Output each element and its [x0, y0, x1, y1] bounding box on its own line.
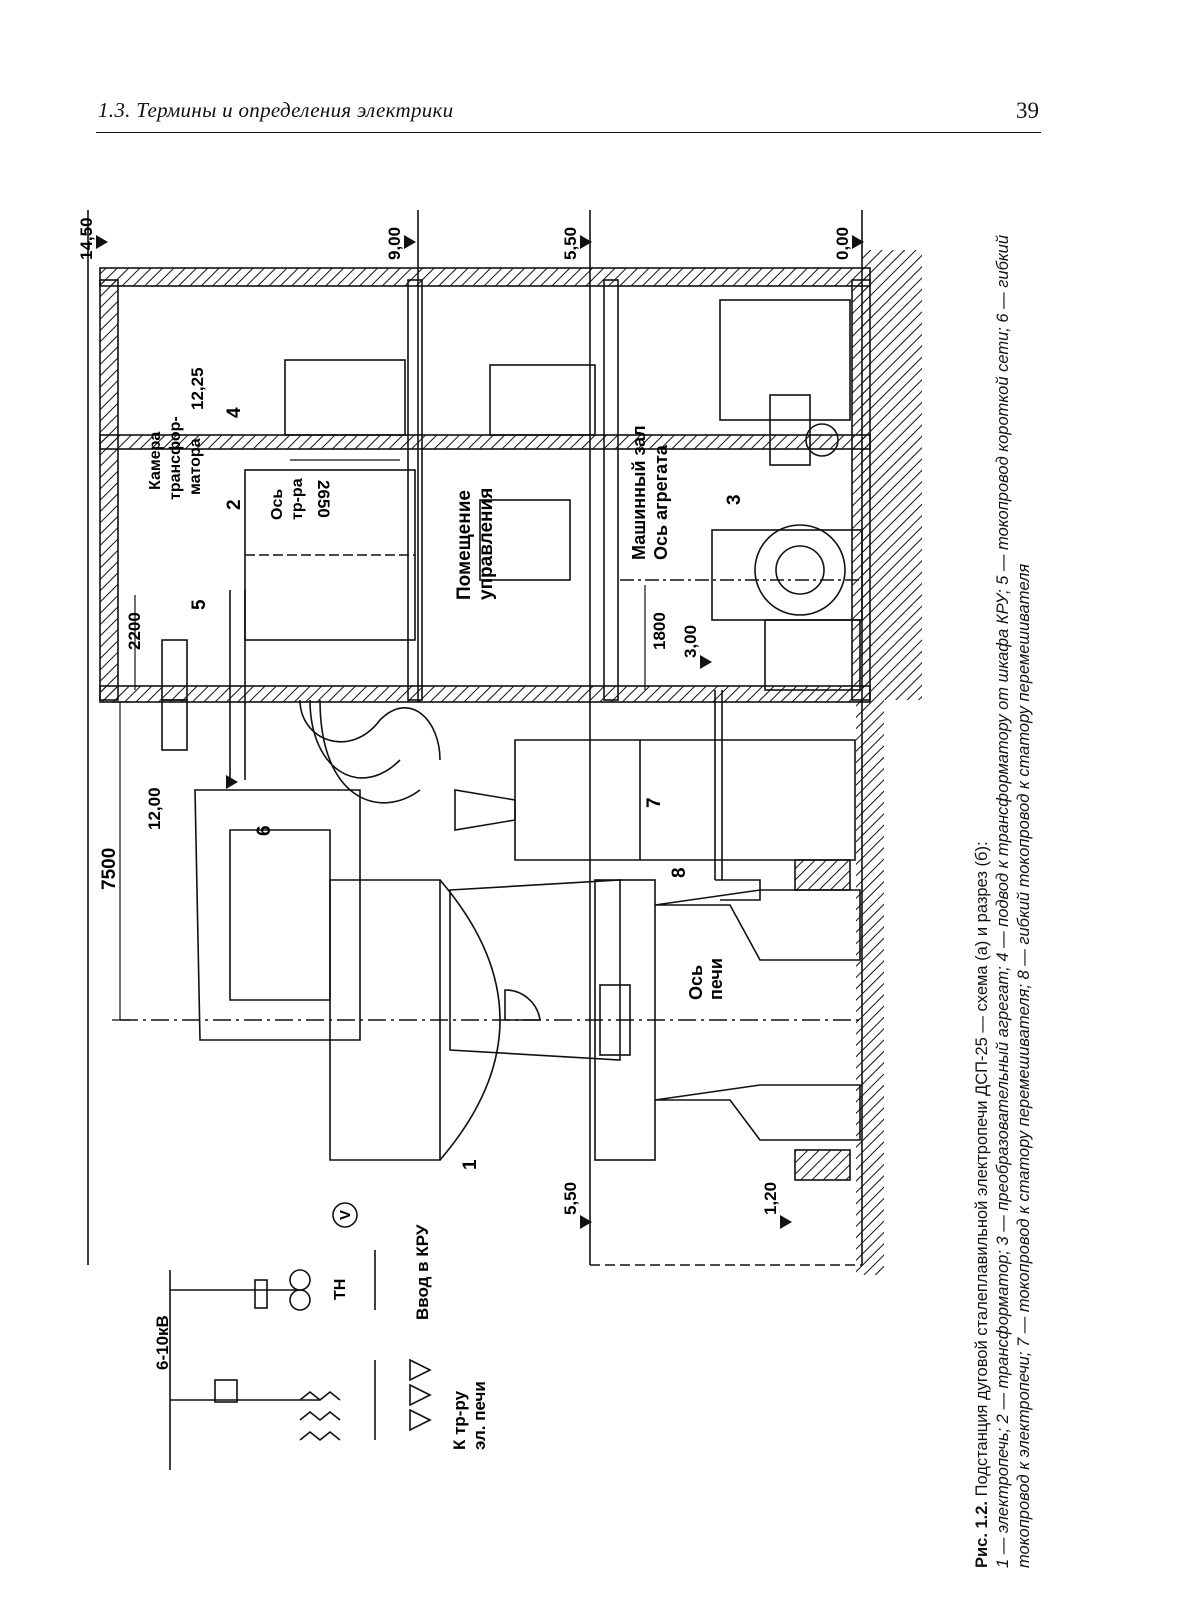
label-elev-1225: 12,25	[188, 367, 207, 410]
dim-2200: 2200	[125, 612, 144, 650]
building-section	[87, 210, 922, 1275]
label-elev-120: 1,20	[761, 1182, 780, 1215]
label-elev-550-right: 5,50	[561, 227, 580, 260]
label-room-machine-2: Ось агрегата	[651, 444, 671, 560]
single-line-scheme	[169, 1202, 432, 1470]
scheme-tn: ТН	[332, 1279, 349, 1300]
label-room-machine-1: Машинный зал	[629, 425, 649, 560]
elevation-markers	[96, 235, 864, 1229]
label-elev-1200: 12,00	[145, 787, 164, 830]
label-elev-300: 3,00	[681, 625, 700, 658]
label-num-1: 1	[460, 1159, 481, 1170]
label-num-4: 4	[224, 407, 245, 418]
running-head: 1.3. Термины и определения электрики 39	[96, 96, 1041, 133]
label-axis-furnace-2: печи	[706, 958, 726, 1000]
label-num-3: 3	[724, 494, 745, 505]
label-room-control-1: Помещение	[454, 490, 475, 600]
scheme-kru: Ввод в КРУ	[413, 1224, 432, 1320]
caption-lead: Рис. 1.2.	[973, 1500, 991, 1568]
scheme-v: V	[337, 1210, 354, 1220]
figure-caption: Рис. 1.2. Подстанция дуговой сталеплавил…	[972, 148, 1035, 1568]
dim-1800: 1800	[650, 612, 669, 650]
caption-legend: 1 — электропечь; 2 — трансформатор; 3 — …	[994, 234, 1033, 1568]
label-elev-1450: 14,50	[77, 217, 96, 260]
dim-7500: 7500	[99, 848, 120, 890]
label-num-6: 6	[254, 825, 275, 836]
label-axis-furnace-1: Ось	[686, 965, 706, 1000]
label-num-8: 8	[669, 867, 690, 878]
label-num-5: 5	[189, 599, 210, 610]
label-num-7: 7	[644, 797, 665, 808]
caption-text: Подстанция дуговой сталеплавильной элект…	[973, 841, 991, 1501]
label-num-2: 2	[224, 499, 245, 510]
label-room-control-2: управления	[476, 488, 497, 600]
label-room-transformer-3: матора	[187, 438, 204, 495]
scheme-furnace-1: К тр-ру	[450, 1390, 469, 1450]
label-axis-transformer-2: тр-ра	[289, 478, 306, 520]
label-room-transformer-1: Камера	[147, 432, 164, 490]
dimension-lines	[112, 459, 646, 1021]
scheme-furnace-2: эл. печи	[470, 1381, 489, 1450]
label-elev-900: 9,00	[385, 227, 404, 260]
page-number: 39	[1016, 98, 1039, 123]
dim-2650: 2650	[314, 480, 333, 518]
figure-labels: 14,50 9,00 5,50 0,00 12,25 12,00 5,50 1,…	[77, 217, 852, 1450]
scheme-voltage: 6-10кВ	[153, 1315, 172, 1370]
label-room-transformer-2: трансфор-	[167, 416, 184, 500]
label-elev-000: 0,00	[833, 227, 852, 260]
label-axis-transformer-1: Ось	[269, 489, 286, 520]
running-title: 1.3. Термины и определения электрики	[98, 98, 454, 122]
label-elev-550-left: 5,50	[561, 1182, 580, 1215]
